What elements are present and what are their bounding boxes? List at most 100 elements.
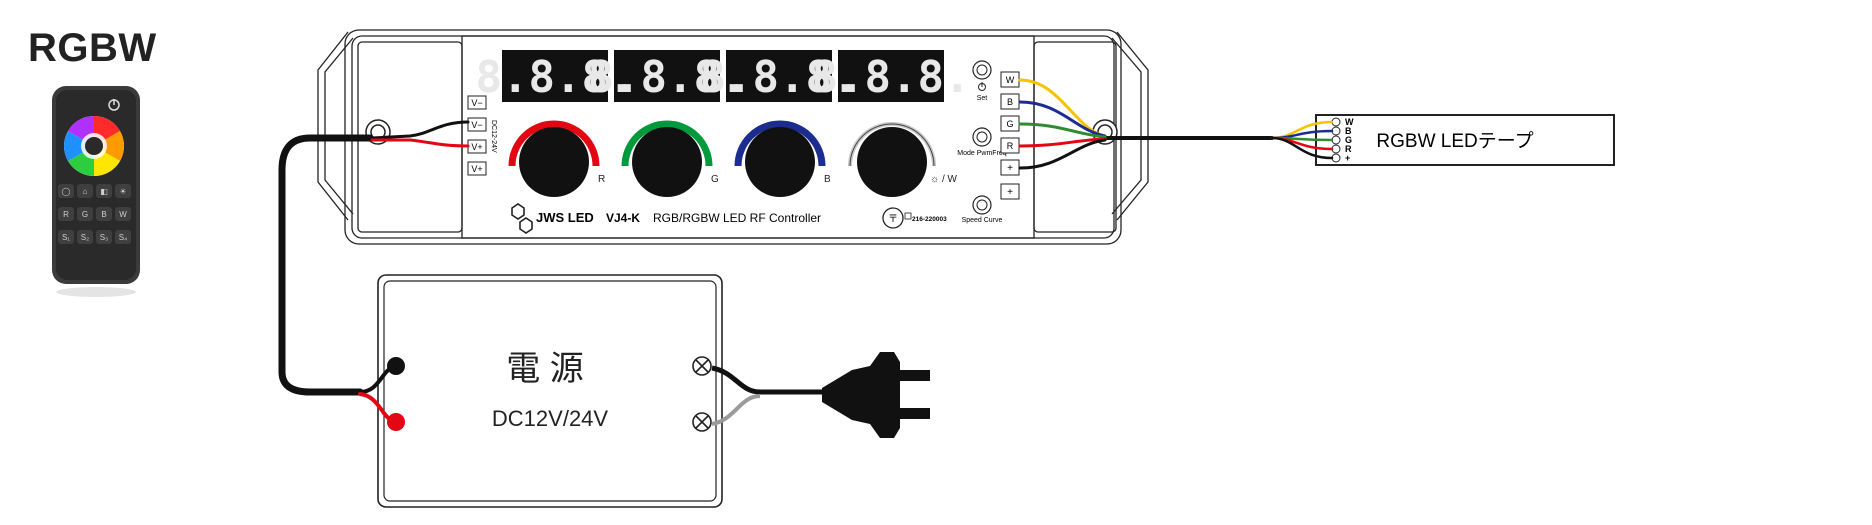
display-1: [502, 50, 608, 102]
output-wire-g: [1018, 122, 1107, 139]
display-digits: 8.8.8.: [700, 52, 859, 103]
remote-label: ☀: [119, 187, 126, 196]
remote-button[interactable]: [96, 230, 112, 244]
ac-plug-icon: [711, 352, 930, 438]
wiring: [278, 78, 1334, 424]
tape-wire-plus: [1270, 136, 1334, 160]
right-mounting-ear-inner: [1111, 37, 1142, 215]
remote-button[interactable]: [77, 184, 93, 198]
remote-row-1: ◯ ⌂ ◧ ☀: [58, 184, 131, 198]
pin-label: W: [1345, 117, 1354, 127]
remote-button[interactable]: [115, 230, 131, 244]
speed-button[interactable]: Speed Curve: [962, 195, 1003, 224]
display-2: [614, 50, 720, 102]
terminal-label: +: [1007, 187, 1013, 198]
terminal-v-plus: [467, 161, 487, 176]
knob-b: B: [734, 120, 831, 197]
output-wire-r: [1018, 137, 1107, 148]
terminal-v-minus: [467, 117, 487, 132]
remote-label: B: [101, 210, 106, 219]
terminal-label: V+: [471, 142, 482, 152]
remote-label: W: [119, 210, 127, 219]
control-panel: [461, 35, 1035, 239]
rf-remote: ◯ ⌂ ◧ ☀ R G B W: [52, 86, 140, 297]
power-icon: [978, 82, 986, 91]
remote-shadow: [56, 287, 136, 297]
input-wire-minus: [370, 120, 470, 140]
remote-button[interactable]: [96, 184, 112, 198]
power-supply-inner: [383, 280, 717, 502]
pin-label: B: [1345, 126, 1352, 136]
set-button-label: Set: [977, 95, 988, 102]
brand-line: JWS LED VJ4-K RGB/RGBW LED RF Controller…: [511, 203, 947, 234]
dc-minus-wire: [358, 364, 398, 394]
terminal-label: V−: [471, 98, 482, 108]
knob-b-label: B: [824, 174, 831, 185]
knob-b-arc: [734, 120, 826, 167]
remote-label: S₃: [100, 233, 109, 242]
input-voltage-label: DC12-24V: [490, 120, 497, 153]
terminal-label: V+: [471, 164, 482, 174]
left-mounting-ear-inner: [324, 37, 354, 215]
remote-label: ◯: [62, 187, 71, 196]
remote-label: G: [82, 210, 88, 219]
remote-label: S₄: [119, 233, 128, 242]
power-supply-voltage: DC12V/24V: [492, 406, 609, 431]
remote-button[interactable]: [58, 207, 74, 221]
knob-w-arc-outline: [849, 123, 935, 167]
terminal-label: +: [1007, 163, 1013, 174]
power-supply-box: [377, 274, 723, 508]
product-description: RGB/RGBW LED RF Controller: [653, 211, 821, 225]
knob-r-dial[interactable]: [519, 127, 589, 197]
panel-buttons: Set Mode PwmFreq Speed Curve: [957, 60, 1007, 224]
terminal-label: W: [1006, 75, 1015, 85]
jws-logo-icon: [511, 203, 533, 234]
remote-label: S₁: [62, 233, 70, 242]
knob-g-arc: [621, 120, 713, 167]
remote-label: R: [63, 210, 69, 219]
cert-number: 216-220003: [912, 216, 947, 223]
remote-button[interactable]: [115, 184, 131, 198]
remote-label: S₂: [81, 233, 89, 242]
remote-button[interactable]: [58, 230, 74, 244]
remote-button[interactable]: [77, 207, 93, 221]
knob-w-dial[interactable]: [857, 127, 927, 197]
knob-g-label: G: [711, 174, 719, 185]
pin-label: G: [1345, 135, 1352, 145]
terminal-label: G: [1006, 119, 1013, 129]
certification-mark-icon: 〒: [882, 207, 912, 229]
remote-button[interactable]: [96, 207, 112, 221]
mode-button[interactable]: Mode PwmFreq: [957, 127, 1007, 157]
color-wheel-icon: [63, 115, 125, 177]
remote-button[interactable]: [77, 230, 93, 244]
segment-displays: 8.8.8. 8.8.8. 8.8.8. 8.8.8.: [476, 50, 970, 103]
terminal-plus: [1000, 183, 1020, 200]
knob-g: G: [621, 120, 719, 197]
mode-button-label: Mode PwmFreq: [957, 150, 1007, 157]
knob-g-dial[interactable]: [632, 127, 702, 197]
display-digits: 8.8.8.: [588, 52, 747, 103]
output-wire-b: [1018, 100, 1107, 138]
set-button[interactable]: Set: [972, 60, 992, 102]
remote-button[interactable]: [58, 184, 74, 198]
power-supply: 電 源 DC12V/24V: [377, 274, 723, 508]
power-supply-title: 電 源: [506, 350, 583, 388]
remote-label: ⌂: [83, 187, 88, 196]
output-wire-plus: [1018, 138, 1107, 170]
svg-text:〒: 〒: [888, 214, 898, 225]
right-mounting-ear: [1116, 31, 1149, 221]
terminal-label: B: [1007, 97, 1013, 107]
display-digits: 8.8.8.: [476, 52, 635, 103]
remote-label: ◧: [100, 187, 108, 196]
knob-w-label: ☼ / W: [930, 174, 958, 185]
dc-plus-wire: [358, 392, 398, 424]
brand-name: JWS LED: [536, 210, 594, 225]
dc-cable: [278, 134, 374, 396]
remote-button[interactable]: [115, 207, 131, 221]
knob-b-dial[interactable]: [745, 127, 815, 197]
output-terminals: W B G R + +: [1000, 71, 1020, 200]
knob-r: R: [508, 120, 605, 197]
ac-terminal-icon: [692, 356, 712, 376]
